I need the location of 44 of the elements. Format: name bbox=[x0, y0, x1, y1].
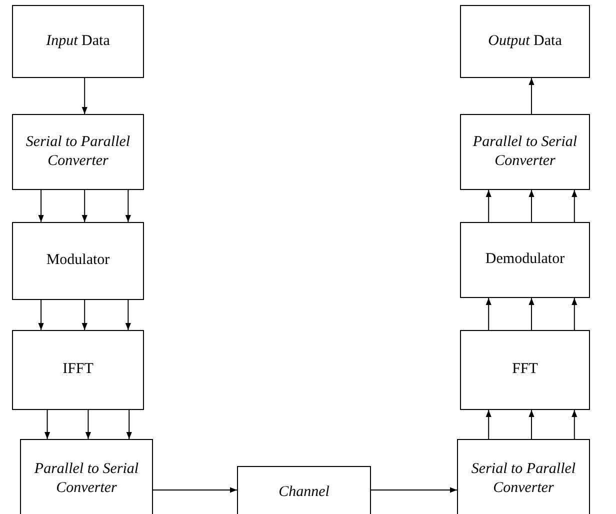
process-box bbox=[12, 5, 144, 78]
arrow bbox=[82, 300, 88, 330]
arrow bbox=[486, 298, 492, 330]
arrow bbox=[152, 487, 238, 493]
arrow bbox=[82, 190, 88, 222]
arrow bbox=[486, 190, 492, 222]
arrow bbox=[572, 190, 578, 222]
process-box bbox=[460, 114, 590, 190]
process-box bbox=[237, 466, 371, 514]
box-label: Demodulator bbox=[485, 250, 565, 270]
arrow bbox=[370, 487, 458, 493]
process-box bbox=[20, 439, 153, 514]
process-box bbox=[460, 222, 590, 298]
process-box bbox=[12, 222, 144, 300]
box-label: Serial to Parallel Converter bbox=[24, 132, 132, 171]
arrow bbox=[572, 410, 578, 440]
box-label: Parallel to Serial Converter bbox=[33, 460, 140, 498]
arrow bbox=[528, 298, 534, 330]
box-label: Serial to Parallel Converter bbox=[470, 460, 577, 498]
box-label: Input Data bbox=[46, 32, 110, 51]
box-label: Channel bbox=[278, 482, 330, 502]
arrow bbox=[44, 410, 50, 440]
process-box bbox=[12, 114, 144, 190]
arrow bbox=[38, 190, 44, 222]
arrow bbox=[82, 78, 88, 114]
box-label: IFFT bbox=[62, 360, 94, 380]
box-label: Output Data bbox=[488, 32, 562, 51]
arrow bbox=[486, 410, 492, 440]
arrow bbox=[125, 300, 131, 330]
arrow bbox=[85, 410, 91, 440]
process-box bbox=[12, 330, 144, 410]
arrow bbox=[126, 410, 132, 440]
box-label: Modulator bbox=[46, 251, 110, 270]
process-box bbox=[460, 5, 590, 78]
arrow bbox=[528, 78, 534, 114]
process-box bbox=[457, 439, 590, 514]
box-label: FFT bbox=[512, 360, 538, 380]
process-box bbox=[460, 330, 590, 410]
arrow bbox=[572, 298, 578, 330]
arrow bbox=[528, 190, 534, 222]
arrow bbox=[528, 410, 534, 440]
arrow bbox=[125, 190, 131, 222]
box-label: Parallel to Serial Converter bbox=[472, 132, 578, 171]
arrow bbox=[38, 300, 44, 330]
